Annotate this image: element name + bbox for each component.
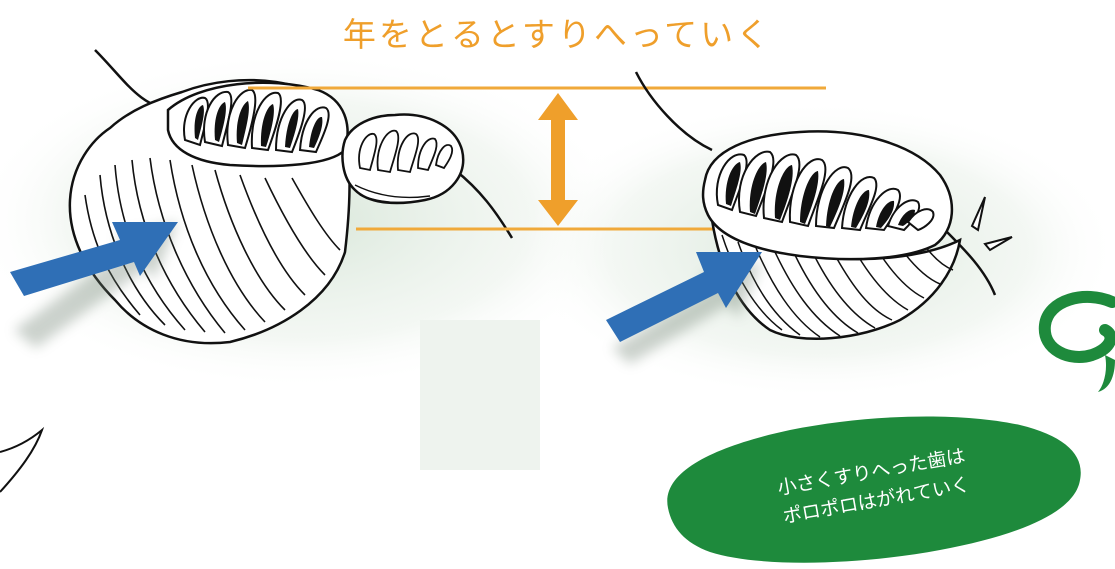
tooth-thread-right-2 bbox=[944, 229, 997, 296]
background-haze-lower bbox=[420, 320, 540, 470]
double-headed-arrow-icon bbox=[538, 93, 578, 226]
green-curl-tail bbox=[1098, 355, 1115, 392]
page-title: 年をとるとすりへっていく bbox=[342, 15, 773, 54]
worn-tooth bbox=[634, 71, 1013, 340]
green-curl-decoration bbox=[1038, 290, 1115, 363]
edge-stroke bbox=[0, 426, 45, 493]
tooth-thread-right bbox=[634, 71, 713, 152]
enamel-flake bbox=[970, 196, 986, 232]
blue-right-arrow-icon-2 bbox=[606, 252, 762, 364]
caption-bubble bbox=[667, 416, 1081, 563]
blue-right-arrow-icon bbox=[10, 222, 178, 348]
enamel-flake-2 bbox=[983, 236, 1013, 252]
